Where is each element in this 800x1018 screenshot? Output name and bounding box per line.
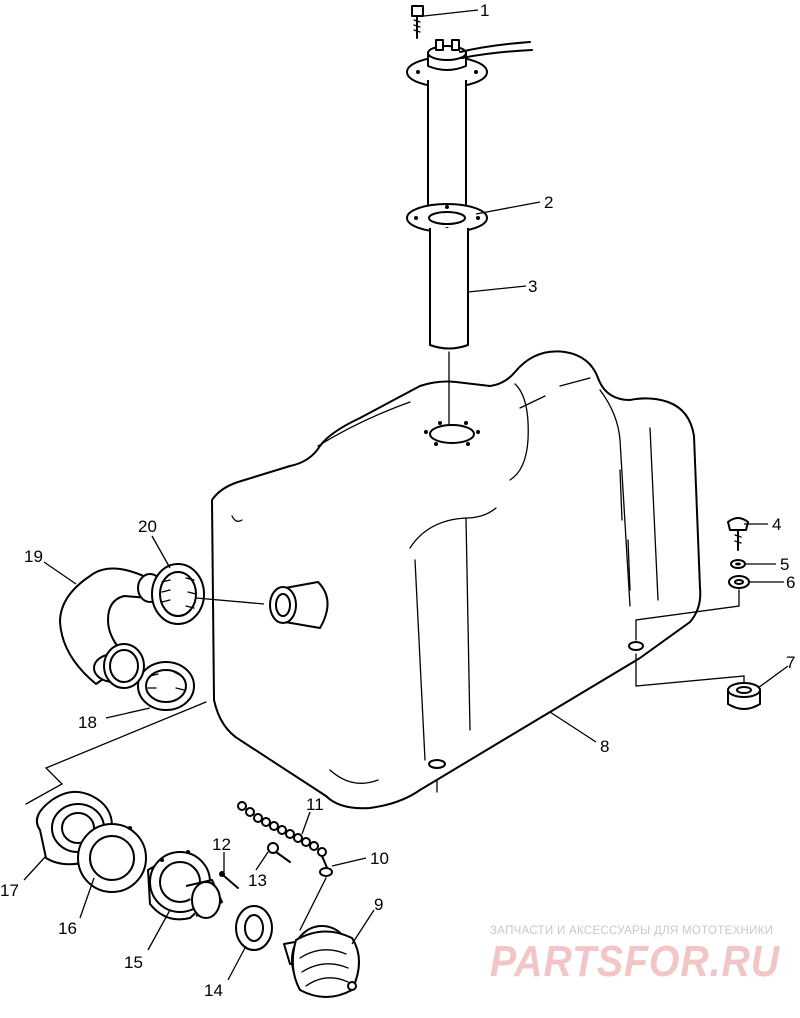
- callout-15: 15: [124, 953, 143, 972]
- sender-tube-assembly: [406, 39, 533, 426]
- callout-17: 17: [0, 881, 19, 900]
- callout-9: 9: [374, 895, 383, 914]
- filler-neck-part-15: [147, 850, 223, 921]
- callout-7: 7: [786, 653, 795, 672]
- callout-14: 14: [204, 981, 223, 1000]
- bolt-part-1: [411, 5, 424, 39]
- hose-clamp-part-18: [103, 643, 195, 711]
- callout-19: 19: [24, 547, 43, 566]
- callout-16: 16: [58, 919, 77, 938]
- callout-13: 13: [248, 871, 267, 890]
- callout-2: 2: [544, 193, 553, 212]
- filler-cap-part-9: [283, 925, 360, 998]
- grommet-part-7: [635, 653, 761, 710]
- lock-washer-part-5: [730, 559, 746, 569]
- callout-20: 20: [138, 517, 157, 536]
- callout-12: 12: [212, 835, 231, 854]
- flat-washer-part-6: [728, 575, 750, 589]
- callout-8: 8: [600, 737, 609, 756]
- callout-11: 11: [306, 795, 324, 814]
- callout-6: 6: [786, 573, 795, 592]
- callout-10: 10: [370, 849, 389, 868]
- leader-lines: [23, 9, 789, 981]
- watermark-brand: PARTSFOR.RU: [490, 937, 780, 986]
- callout-3: 3: [528, 277, 537, 296]
- callout-18: 18: [78, 713, 97, 732]
- callout-1: 1: [480, 1, 489, 20]
- watermark-caption: ЗАПЧАСТИ И АКСЕССУАРЫ ДЛЯ МОТОТЕХНИКИ: [490, 925, 773, 937]
- callout-4: 4: [772, 515, 781, 534]
- hose-clamp-part-20: [151, 563, 265, 625]
- tether-chain-part-11: [237, 801, 333, 877]
- gasket-part-16: [77, 823, 147, 893]
- callout-5: 5: [780, 555, 789, 574]
- screw-part-12: [219, 871, 239, 889]
- screw-part-13: [267, 842, 291, 863]
- mount-bolt-part-4: [727, 517, 749, 551]
- fuel-tank-part-8: [211, 350, 702, 810]
- seal-ring-part-14: [235, 905, 273, 951]
